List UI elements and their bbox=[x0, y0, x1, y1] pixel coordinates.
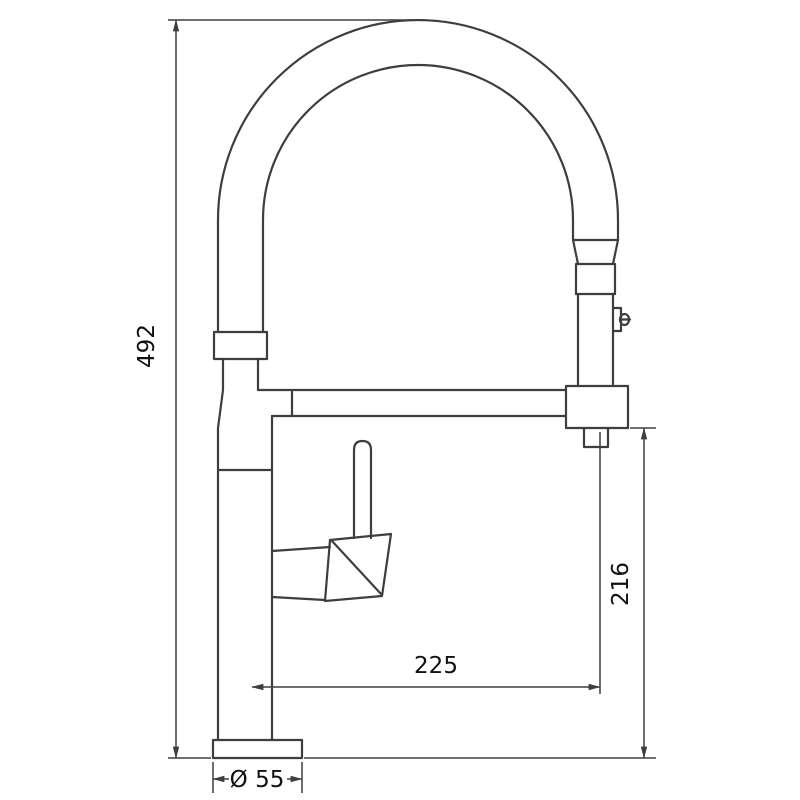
base-flange bbox=[211, 738, 304, 760]
dimension-spout-reach-label: 225 bbox=[414, 653, 458, 679]
body-outline bbox=[216, 414, 274, 742]
spray-nozzle bbox=[582, 426, 610, 449]
dimension-base-diameter: Ø 55 bbox=[212, 762, 303, 794]
spray-head-fitting bbox=[571, 238, 620, 296]
dimension-spout-reach: 225 bbox=[251, 432, 601, 694]
dimension-overall-height: 492 bbox=[134, 19, 426, 759]
handle-hub-edge bbox=[330, 539, 383, 596]
spout-tube bbox=[256, 388, 568, 418]
spray-head-body bbox=[576, 292, 615, 388]
dimension-overall-height-label: 492 bbox=[134, 324, 160, 368]
dimension-spray-drop-height: 216 bbox=[304, 427, 656, 759]
dimension-spray-drop-label: 216 bbox=[608, 562, 634, 606]
dimension-base-diameter-label: Ø 55 bbox=[230, 767, 285, 793]
spray-holder bbox=[564, 384, 630, 430]
faucet-outline bbox=[211, 18, 632, 760]
neck-tube bbox=[216, 357, 260, 430]
label-mask bbox=[229, 764, 287, 794]
handle-lever bbox=[352, 439, 373, 540]
handle-hub-mount bbox=[270, 545, 332, 602]
hose-fitting-nut bbox=[212, 330, 269, 361]
hose-inner-curve bbox=[261, 63, 575, 334]
hose-outer-curve bbox=[216, 18, 620, 334]
handle-hub bbox=[323, 532, 393, 603]
